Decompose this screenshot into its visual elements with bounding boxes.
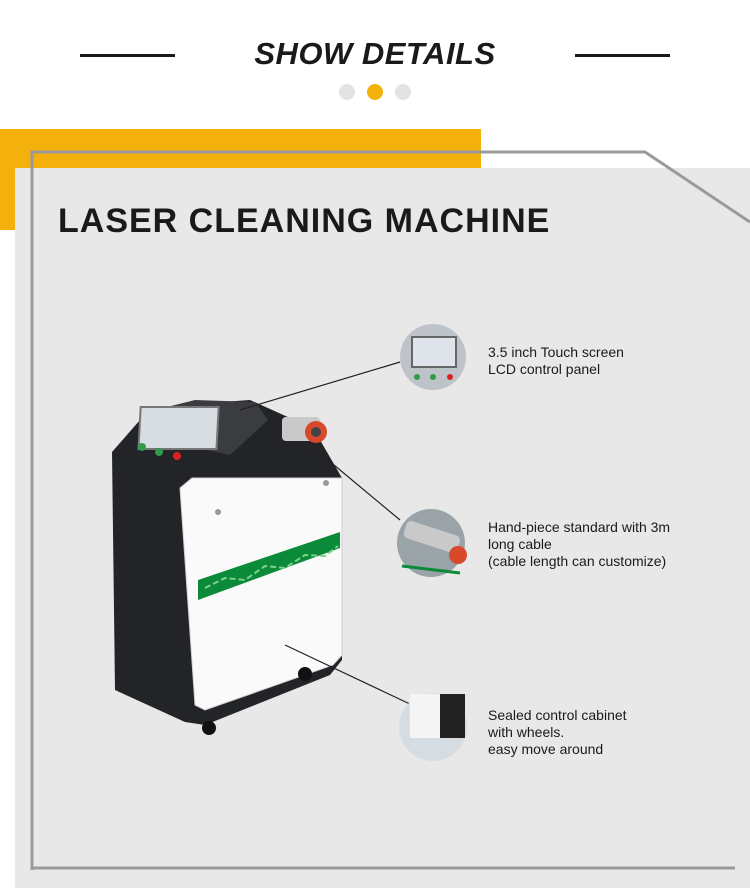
- feature-text: (cable length can customize): [488, 553, 667, 569]
- header-right-line: [575, 54, 670, 57]
- feature-handpiece: Hand-piece standard with 3m long cable (…: [488, 519, 670, 570]
- feature-text: easy move around: [488, 741, 604, 757]
- product-title: LASER CLEANING MACHINE: [58, 202, 551, 240]
- pager-dot-2-active[interactable]: [367, 84, 383, 100]
- feature-touch-panel: 3.5 inch Touch screen LCD control panel: [488, 344, 624, 378]
- feature-cabinet: Sealed control cabinet with wheels. easy…: [488, 707, 627, 758]
- header-left-line: [80, 54, 175, 57]
- feature-text: long cable: [488, 536, 552, 552]
- section-title: SHOW DETAILS: [254, 36, 496, 71]
- pager-dot-1[interactable]: [339, 84, 355, 100]
- feature-text: LCD control panel: [488, 361, 601, 377]
- feature-text: with wheels.: [488, 724, 565, 740]
- feature-text: 3.5 inch Touch screen: [488, 344, 624, 360]
- pager-dot-3[interactable]: [395, 84, 411, 100]
- feature-text: Sealed control cabinet: [488, 707, 627, 723]
- feature-text: Hand-piece standard with 3m: [488, 519, 671, 535]
- pager-dots: [339, 84, 413, 100]
